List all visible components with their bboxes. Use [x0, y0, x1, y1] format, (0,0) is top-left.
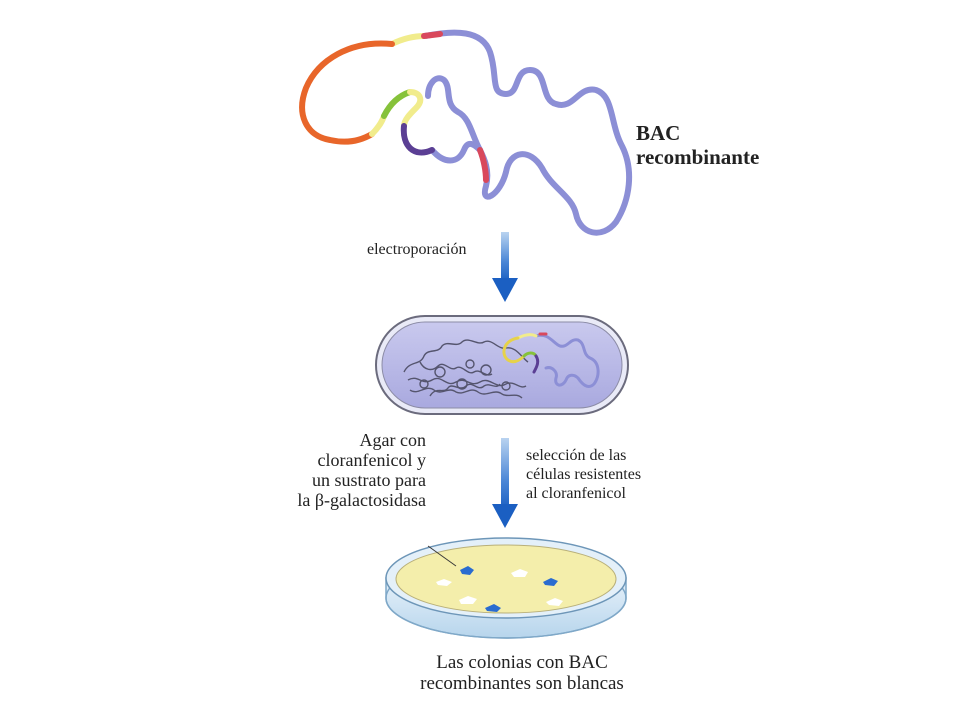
agar-surface	[395, 544, 617, 614]
bac-insert-yellow-lower	[369, 113, 387, 137]
result-label-line-1: Las colonias con BAC	[436, 652, 608, 673]
agar-label: Agar con cloranfenicol y un sustrato par…	[250, 430, 426, 511]
agar-label-line-3: un sustrato para	[312, 470, 426, 491]
selection-label-line-1: selección de las	[526, 447, 627, 464]
bac-recombinant-label: BAC recombinante	[636, 121, 760, 169]
electroporation-arrow	[492, 232, 518, 302]
selection-label-line-2: células resistentes	[526, 466, 642, 484]
bac-insert-orange-segment	[299, 40, 395, 145]
bac-insert-purple-segment	[400, 123, 435, 156]
bac-vector-backbone-tail	[429, 141, 483, 164]
agar-label-line-1: Agar con	[359, 430, 426, 450]
colony-white	[511, 569, 528, 577]
colony-blue	[543, 578, 558, 586]
result-label-line-2: recombinantes son blancas	[420, 673, 624, 695]
electroporation-text: electroporación	[367, 241, 467, 258]
bacterial-chromosome	[403, 339, 529, 399]
bacterial-cell	[375, 315, 629, 415]
electroporation-label: electroporación	[367, 241, 467, 259]
bac-insert-green-segment	[381, 89, 413, 119]
selection-label-line-3: al cloranfenicol	[526, 485, 626, 503]
recombinant-bac-molecule	[299, 29, 633, 236]
bac-vector-backbone	[422, 29, 633, 236]
colony-white	[546, 598, 563, 606]
bac-insert-yellow-segment	[389, 33, 428, 47]
colony-blue	[485, 604, 501, 612]
bac-label-line-2: recombinante	[636, 144, 760, 169]
bac-label-line-1: BAC	[636, 121, 681, 145]
colony-white	[436, 579, 452, 586]
colonies	[436, 566, 563, 612]
agar-label-line-4: la β-galactosidasa	[297, 490, 426, 511]
colony-white	[459, 596, 477, 604]
selection-arrow	[492, 438, 518, 528]
bac-inside-cell	[502, 332, 600, 388]
agar-label-line-2: cloranfenicol y	[317, 450, 426, 471]
petri-dish	[385, 537, 627, 639]
result-label: Las colonias con BAC recombinantes son b…	[372, 652, 672, 695]
colony-blue	[460, 566, 474, 575]
bac-insert-yellow-hook	[401, 89, 424, 129]
selection-label: selección de las células resistentes al …	[526, 446, 641, 504]
bac-marker-red-top	[421, 31, 443, 39]
bac-marker-red-bottom	[477, 147, 489, 183]
agar-pointer-line	[427, 545, 457, 567]
